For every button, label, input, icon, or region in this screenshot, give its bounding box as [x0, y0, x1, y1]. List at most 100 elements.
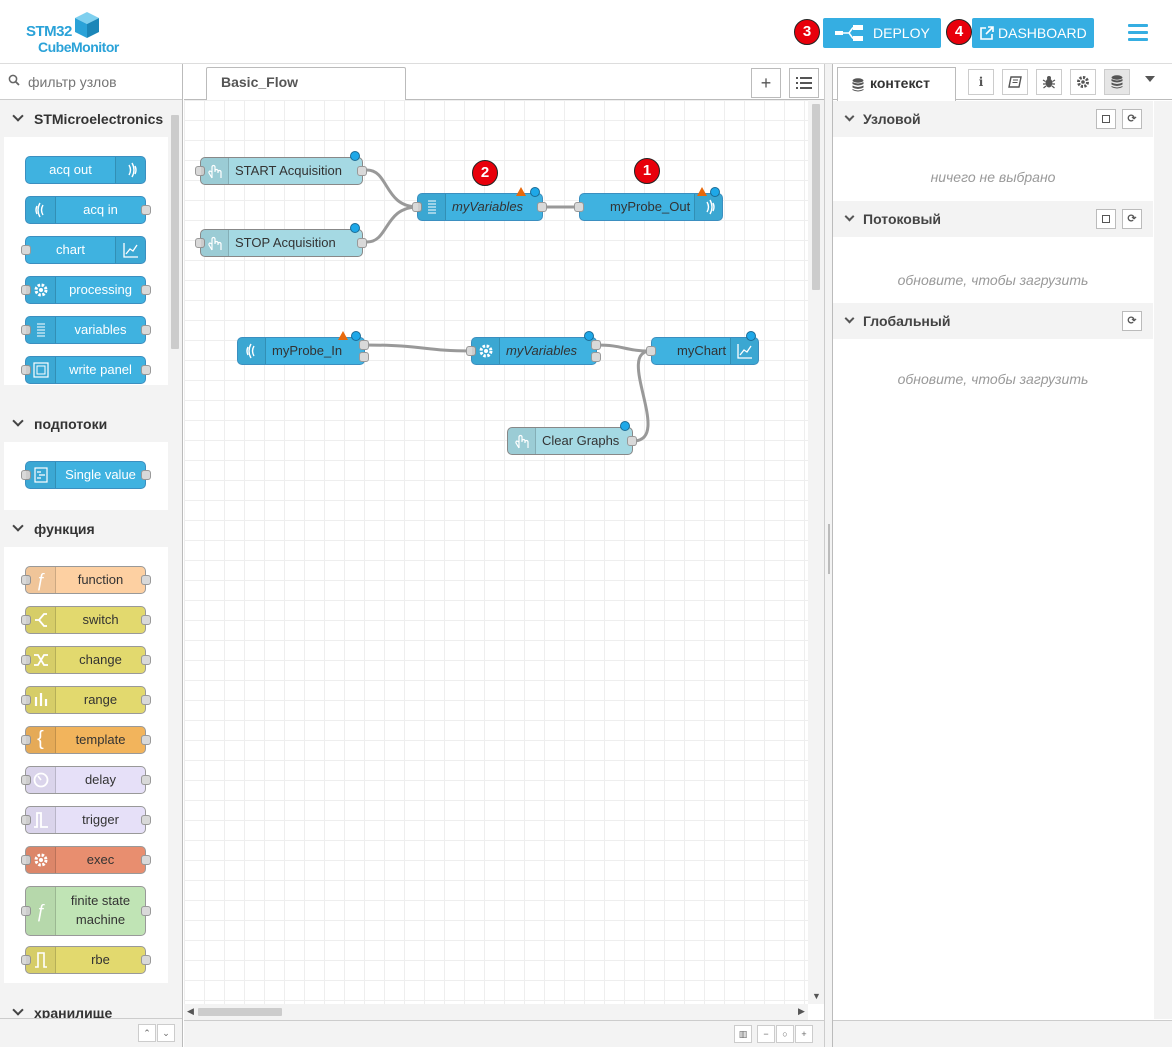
flow-node-start-acquisition[interactable]: START Acquisition: [195, 151, 367, 185]
scroll-down-icon[interactable]: ▼: [812, 991, 821, 1001]
zoom-reset-button[interactable]: ○: [776, 1025, 794, 1043]
list-flows-button[interactable]: [789, 68, 819, 98]
output-port[interactable]: [141, 855, 151, 865]
flow-node-myvariables-out[interactable]: myVariables: [412, 187, 547, 221]
input-port[interactable]: [21, 245, 31, 255]
flow-canvas[interactable]: 2 1 START Acquisition STOP Acquisition: [184, 100, 808, 1004]
palette-node-range[interactable]: range: [21, 686, 151, 714]
output-port[interactable]: [141, 906, 151, 916]
output-port[interactable]: [141, 955, 151, 965]
category-header-subflows[interactable]: подпотоки: [0, 406, 168, 442]
sidebar-scrollbar[interactable]: [1154, 101, 1172, 1019]
input-port[interactable]: [21, 470, 31, 480]
input-port[interactable]: [21, 325, 31, 335]
scroll-right-icon[interactable]: ▶: [798, 1006, 805, 1016]
navigator-map-icon[interactable]: ▥: [734, 1025, 752, 1043]
dashboard-button[interactable]: DASHBOARD: [972, 18, 1094, 48]
category-header-storage[interactable]: хранилище: [0, 995, 168, 1019]
palette-node-exec[interactable]: exec: [21, 846, 151, 874]
input-port[interactable]: [21, 575, 31, 585]
input-port[interactable]: [195, 238, 205, 248]
output-port[interactable]: [141, 205, 151, 215]
flow-context-select-button[interactable]: [1096, 209, 1116, 229]
input-port[interactable]: [466, 346, 476, 356]
flow-node-myprobe-out[interactable]: myProbe_Out: [574, 187, 723, 221]
palette-node-rbe[interactable]: rbe: [21, 946, 151, 974]
category-header-stmicroelectronics[interactable]: STMicroelectronics: [0, 101, 168, 137]
palette-node-single-value[interactable]: Single value: [21, 461, 151, 489]
output-port[interactable]: [141, 575, 151, 585]
output-port[interactable]: [357, 238, 367, 248]
palette-node-write-panel[interactable]: write panel: [21, 356, 151, 384]
input-port[interactable]: [412, 202, 422, 212]
palette-node-template[interactable]: { template: [21, 726, 151, 754]
input-port[interactable]: [21, 775, 31, 785]
category-header-function[interactable]: функция: [0, 511, 168, 547]
palette-node-acq-in[interactable]: acq in: [25, 196, 151, 224]
palette-node-change[interactable]: change: [21, 646, 151, 674]
flow-node-myvariables-processing[interactable]: myVariables: [466, 331, 601, 365]
menu-icon[interactable]: [1128, 24, 1148, 42]
canvas-vertical-scrollbar[interactable]: ▼: [808, 100, 824, 1004]
output-port[interactable]: [141, 365, 151, 375]
input-port[interactable]: [21, 695, 31, 705]
input-port[interactable]: [21, 735, 31, 745]
output-port[interactable]: [537, 202, 547, 212]
input-port[interactable]: [195, 166, 205, 176]
bug-icon[interactable]: [1036, 69, 1062, 95]
input-port[interactable]: [21, 285, 31, 295]
flow-node-clear-graphs[interactable]: Clear Graphs: [507, 421, 637, 455]
output-port[interactable]: [141, 775, 151, 785]
output-port[interactable]: [141, 325, 151, 335]
output-port[interactable]: [141, 815, 151, 825]
gear-icon[interactable]: [1070, 69, 1096, 95]
input-port[interactable]: [21, 365, 31, 375]
palette-node-processing[interactable]: processing: [21, 276, 151, 304]
input-port[interactable]: [21, 655, 31, 665]
canvas-horizontal-scrollbar[interactable]: ◀ ▶: [184, 1004, 808, 1020]
output-port[interactable]: [141, 655, 151, 665]
output-port[interactable]: [141, 695, 151, 705]
output-port[interactable]: [141, 735, 151, 745]
scrollbar-thumb[interactable]: [198, 1008, 282, 1016]
palette-scrollbar-thumb[interactable]: [171, 115, 179, 349]
tab-dropdown-chevron-icon[interactable]: [1145, 76, 1155, 82]
zoom-in-button[interactable]: +: [795, 1025, 813, 1043]
global-context-refresh-button[interactable]: ⟳: [1122, 311, 1142, 331]
palette-node-function[interactable]: ƒ function: [21, 566, 151, 594]
flow-context-refresh-button[interactable]: ⟳: [1122, 209, 1142, 229]
input-port[interactable]: [21, 815, 31, 825]
section-header-flow[interactable]: Потоковый ⟳: [833, 201, 1153, 237]
tab-context[interactable]: контекст: [837, 67, 956, 101]
palette-node-delay[interactable]: delay: [21, 766, 151, 794]
output-port-1[interactable]: [359, 340, 369, 350]
collapse-all-button[interactable]: ⌃: [138, 1024, 156, 1042]
output-port-2[interactable]: [359, 352, 369, 362]
zoom-out-button[interactable]: −: [757, 1025, 775, 1043]
input-port[interactable]: [21, 615, 31, 625]
scrollbar-thumb[interactable]: [812, 104, 820, 290]
output-port[interactable]: [357, 166, 367, 176]
output-port[interactable]: [627, 436, 637, 446]
palette-node-chart[interactable]: chart: [21, 236, 146, 264]
input-port[interactable]: [646, 346, 656, 356]
output-port[interactable]: [141, 615, 151, 625]
node-context-refresh-button[interactable]: ⟳: [1122, 109, 1142, 129]
tab-basic-flow[interactable]: Basic_Flow: [206, 67, 406, 101]
section-header-node[interactable]: Узловой ⟳: [833, 101, 1153, 137]
input-port[interactable]: [21, 855, 31, 865]
palette-node-variables[interactable]: variables: [21, 316, 151, 344]
flow-node-myprobe-in[interactable]: myProbe_In: [237, 331, 369, 365]
palette-node-finite-state-machine[interactable]: ƒ finite state machine: [21, 886, 151, 936]
output-port-2[interactable]: [591, 352, 601, 362]
context-data-icon[interactable]: [1104, 69, 1130, 95]
output-port[interactable]: [141, 285, 151, 295]
sidebar-divider[interactable]: [824, 64, 832, 1047]
book-icon[interactable]: [1002, 69, 1028, 95]
input-port[interactable]: [21, 955, 31, 965]
input-port[interactable]: [574, 202, 584, 212]
output-port-1[interactable]: [591, 340, 601, 350]
flow-node-mychart[interactable]: myChart: [646, 331, 759, 365]
palette-node-acq-out[interactable]: acq out: [25, 156, 146, 184]
input-port[interactable]: [21, 906, 31, 916]
